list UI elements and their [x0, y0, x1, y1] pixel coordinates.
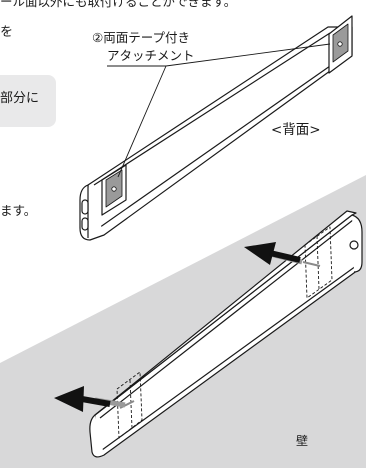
mount-direction-arrows	[54, 242, 303, 412]
attachment-pad-left	[101, 164, 127, 216]
fixture-back-view	[79, 15, 353, 241]
end-connector	[81, 199, 89, 215]
fixture-mounted	[89, 210, 363, 458]
back-view-label: <背面>	[271, 122, 321, 138]
wall-label: 壁	[296, 434, 309, 448]
attachment-pad-right	[328, 15, 353, 74]
callout-leader-lines	[107, 43, 331, 178]
attachment-callout-line2: アタッチメント	[107, 48, 195, 63]
attachment-callout-line1: ②両面テープ付き	[92, 30, 190, 45]
hidden-bracket-right	[304, 226, 333, 299]
arrow-upper	[244, 242, 303, 265]
left-text-fragment: を	[0, 25, 14, 40]
left-text-fragment-2: ます。	[0, 203, 37, 218]
arrow-lower	[54, 386, 126, 412]
intro-text-line: ール面以外にも取付けることができます。	[0, 0, 237, 9]
note-text-fragment: 部分に	[0, 91, 40, 106]
fixture-mounted-top	[94, 210, 357, 416]
wall	[0, 175, 366, 468]
note-box	[0, 75, 56, 127]
hidden-bracket-left	[116, 371, 143, 439]
fixture-mounted-endcap-left	[89, 414, 105, 458]
